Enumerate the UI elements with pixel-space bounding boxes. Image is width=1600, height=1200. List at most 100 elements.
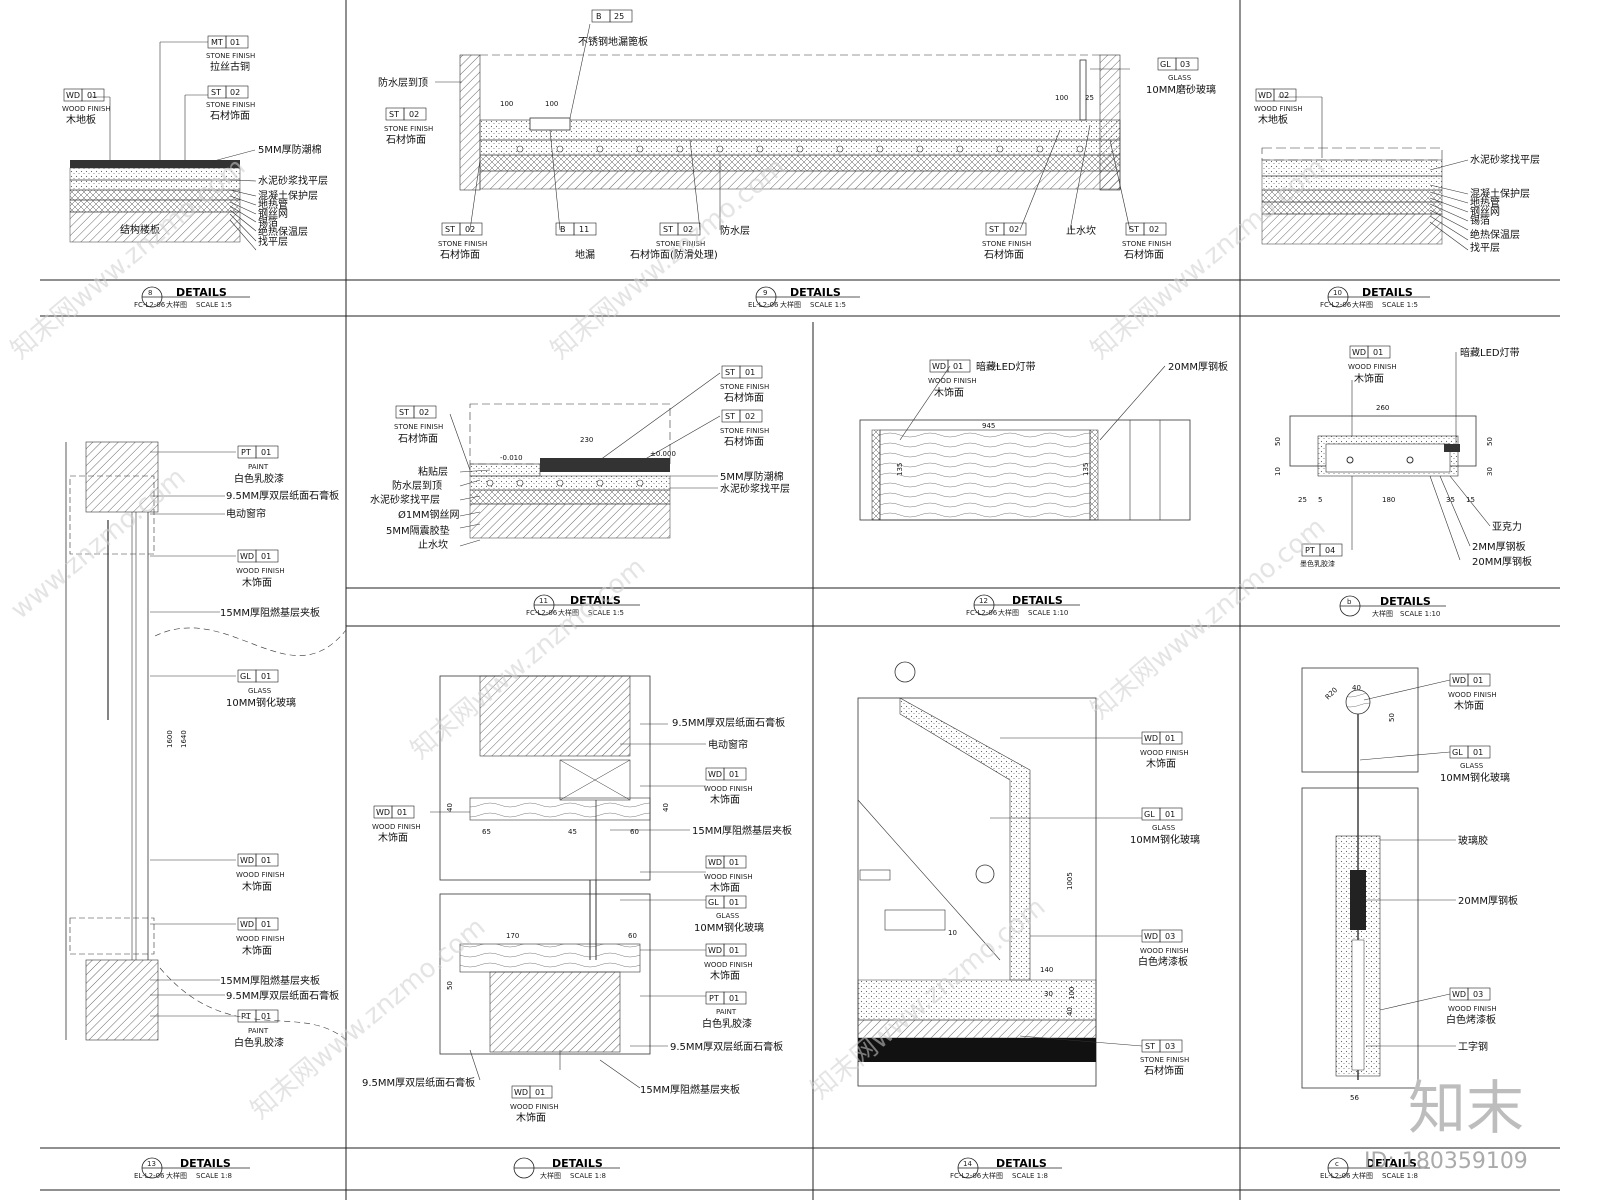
tag-pt04-code: PT: [1305, 546, 1315, 555]
db-dim-7: 50: [1486, 437, 1494, 446]
tag-gl01-d14-en: GLASS: [1152, 824, 1176, 832]
d14-dim-2: 30: [1044, 990, 1053, 998]
db-note-2: 2MM厚钢板: [1472, 540, 1526, 553]
tag-pt01-d13b-en: PAINT: [248, 1027, 269, 1035]
tag-st02-d11b-cn: 石材饰面: [724, 435, 764, 448]
dmid-note-1: 电动窗帘: [708, 738, 748, 751]
d9-note-2: 止水坎: [1066, 224, 1096, 237]
d10-note-1: 混凝土保护层: [1470, 187, 1530, 200]
tag-wd01-dm2-cn: 木饰面: [710, 881, 740, 894]
tag-wd03-dc-cn: 白色烤漆板: [1446, 1013, 1496, 1026]
tag-pt01-en: PAINT: [248, 463, 269, 471]
title-13-scale: SCALE 1:8: [196, 1172, 232, 1180]
detail-c-section: WD 01 WOOD FINISH 木饰面 GL 01 GLASS 10MM钢化…: [1301, 667, 1518, 1102]
tag-b25-code: B: [596, 12, 602, 21]
tag-st02-d9a-code: ST: [389, 110, 399, 119]
tag-wd03-d14-en: WOOD FINISH: [1140, 947, 1189, 955]
title-block-9: 9 DETAILS EL-L2-06 大样图 SCALE 1:5: [748, 286, 860, 309]
tag-wd01-dm0-code: WD: [376, 808, 390, 817]
tag-wd01-dm0-en: WOOD FINISH: [372, 823, 421, 831]
title-14-num: 14: [963, 1160, 972, 1168]
tag-wd03-d14-code: WD: [1144, 932, 1158, 941]
tag-wd01-dm1-code: WD: [708, 770, 722, 779]
d9-dim-0: 100: [500, 100, 513, 108]
tag-gl01-dc-cn: 10MM钢化玻璃: [1440, 771, 1510, 784]
tag-pt01-dm-no: 01: [729, 994, 739, 1003]
tag-gl01-d14-cn: 10MM钢化玻璃: [1130, 833, 1200, 846]
d11-note-6: 5MM厚防潮棉: [720, 470, 784, 483]
title-13-sub: 大样图: [166, 1171, 187, 1180]
dmid-dim-2: 60: [630, 828, 639, 836]
title-12-ref: FC-L2-06: [966, 609, 998, 617]
tag-st01-d11-en: STONE FINISH: [720, 383, 769, 391]
d12-note-0: 暗藏LED灯带: [976, 360, 1036, 373]
tag-st02-d9b-code: ST: [445, 225, 455, 234]
title-c-scale: SCALE 1:8: [1382, 1172, 1418, 1180]
title-block-8: 8 DETAILS FC-L2-06 大样图 SCALE 1:5: [134, 286, 250, 309]
tag-st02-no: 02: [230, 88, 240, 97]
title-8-label: DETAILS: [176, 286, 227, 299]
d8-note-6: 绝热保温层: [258, 225, 308, 238]
detail-9-section: B 25 不锈钢地漏篦板 防水层到顶 ST 02 STONE FINISH 石材…: [378, 9, 1216, 261]
tag-wd01-dm4-no: 01: [535, 1088, 545, 1097]
tag-wd03-d14-no: 03: [1165, 932, 1175, 941]
tag-wd02-cn: 木地板: [1258, 113, 1288, 126]
d10-note-5: 绝热保温层: [1470, 228, 1520, 241]
title-c-ref: EL-L2-06: [1320, 1172, 1351, 1180]
tag-pt01-d13b-cn: 白色乳胶漆: [234, 1036, 284, 1049]
title-12-label: DETAILS: [1012, 594, 1063, 607]
title-14-scale: SCALE 1:8: [1012, 1172, 1048, 1180]
title-block-10: 10 DETAILS FC-L2-06 大样图 SCALE 1:5: [1320, 286, 1430, 309]
detail-8-section: MT 01 STONE FINISH 拉丝古铜 WD 01 WOOD FINIS…: [62, 35, 328, 251]
title-b-num: b: [1347, 598, 1352, 606]
d8-note-7: 找平层: [258, 235, 288, 248]
detail-13-section: PT 01 PAINT 白色乳胶漆 9.5MM厚双层纸面石膏板 电动窗帘 WD …: [65, 441, 347, 1049]
d13-note-4: 9.5MM厚双层纸面石膏板: [226, 989, 339, 1002]
title-block-14: 14 DETAILS FC-L2-06 大样图 SCALE 1:8: [950, 1157, 1062, 1180]
tag-gl01-dm-en: GLASS: [716, 912, 740, 920]
title-10-label: DETAILS: [1362, 286, 1413, 299]
tag-wd01-d14-cn: 木饰面: [1146, 757, 1176, 770]
tag-st02-code: ST: [211, 88, 221, 97]
tag-st02-d11b-en: STONE FINISH: [720, 427, 769, 435]
dmid-dim-4: 40: [662, 803, 670, 812]
d8-note-5: 锡箔: [258, 216, 278, 229]
d14-dim-5: 10: [948, 929, 957, 937]
title-10-num: 10: [1333, 289, 1342, 297]
db-dim-3: 5: [1318, 496, 1322, 504]
detail-12-section: WD 01 WOOD FINISH 木饰面 暗藏LED灯带 20MM厚钢板 94…: [859, 359, 1228, 521]
d13-note-3: 15MM厚阻燃基层夹板: [220, 974, 320, 987]
tag-gl03-code: GL: [1160, 60, 1171, 69]
title-9-num: 9: [763, 289, 767, 297]
title-9-ref: EL-L2-06: [748, 301, 779, 309]
d13-note-1: 电动窗帘: [226, 507, 266, 520]
d13-note-0: 9.5MM厚双层纸面石膏板: [226, 489, 339, 502]
d13-dim-0: 1600: [166, 730, 174, 748]
tag-wd01-dc-code: WD: [1452, 676, 1466, 685]
tag-pt01-cn: 白色乳胶漆: [234, 472, 284, 485]
tag-gl01-d14-code: GL: [1144, 810, 1155, 819]
d9-dim-2: 100: [1055, 94, 1068, 102]
d9-note-0: 防水层到顶: [378, 76, 428, 89]
db-dim-2: 25: [1298, 496, 1307, 504]
tag-pt01-no: 01: [261, 448, 271, 457]
d12-dim-2: 135: [1082, 463, 1090, 476]
tag-pt01-dm-code: PT: [709, 994, 719, 1003]
tag-wd01-d13a-no: 01: [261, 552, 271, 561]
tag-pt04-cn: 墨色乳胶漆: [1300, 559, 1335, 568]
tag-gl03-no: 03: [1180, 60, 1190, 69]
db-dim-0: 260: [1376, 404, 1389, 412]
d11-note-5: 止水坎: [418, 538, 448, 551]
tag-st02-d9c-no: 02: [683, 225, 693, 234]
tag-gl03-en: GLASS: [1168, 74, 1192, 82]
tag-gl01-dm-cn: 10MM钢化玻璃: [694, 921, 764, 934]
title-mid-label: DETAILS: [552, 1157, 603, 1170]
tag-wd02-en: WOOD FINISH: [1254, 105, 1303, 113]
brand-logo: 知末: [1408, 1074, 1524, 1142]
tag-st02-d9b-en: STONE FINISH: [438, 240, 487, 248]
tag-wd01-dm0-no: 01: [397, 808, 407, 817]
detail-mid-section: 9.5MM厚双层纸面石膏板 电动窗帘 WD 01 WOOD FINISH 木饰面…: [362, 675, 792, 1124]
tag-wd01-d13b-en: WOOD FINISH: [236, 871, 285, 879]
title-9-scale: SCALE 1:5: [810, 301, 846, 309]
